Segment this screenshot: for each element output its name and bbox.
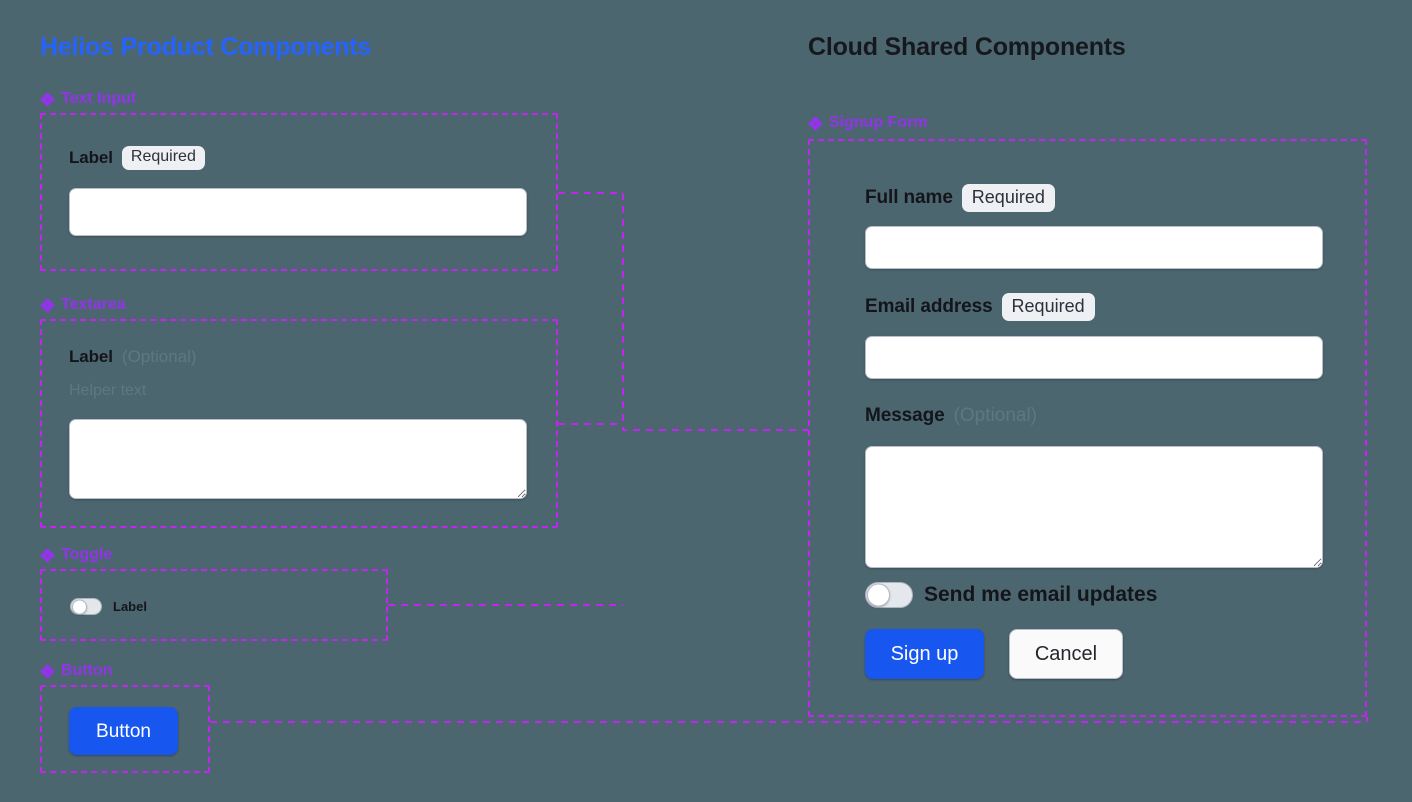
fullname-input[interactable] bbox=[865, 226, 1323, 269]
component-box-signup-form: Full name Required Email address Require… bbox=[808, 139, 1367, 717]
textarea-label-row: Label (Optional) bbox=[69, 347, 197, 367]
component-box-button: Button bbox=[40, 685, 210, 773]
email-updates-toggle[interactable] bbox=[865, 582, 913, 608]
email-required-badge: Required bbox=[1001, 293, 1095, 321]
textarea-field[interactable] bbox=[69, 419, 527, 499]
section-label-button: Button bbox=[40, 662, 113, 680]
fullname-label-row: Full name Required bbox=[865, 184, 1055, 212]
textarea-optional-tag: (Optional) bbox=[121, 347, 197, 366]
email-input[interactable] bbox=[865, 336, 1323, 379]
toggle-row[interactable]: Label bbox=[70, 598, 147, 615]
message-textarea[interactable] bbox=[865, 446, 1323, 568]
component-box-toggle: Label bbox=[40, 569, 388, 641]
textarea-helper-text: Helper text bbox=[69, 382, 147, 399]
components-diamond-icon bbox=[40, 91, 55, 107]
component-box-text-input: Label Required bbox=[40, 113, 558, 271]
section-label-text: Text Input bbox=[61, 90, 137, 107]
message-label: Message bbox=[865, 405, 945, 426]
components-diamond-icon bbox=[40, 297, 55, 313]
toggle-switch[interactable] bbox=[70, 598, 102, 615]
components-diamond-icon bbox=[40, 663, 55, 679]
email-label: Email address bbox=[865, 295, 993, 317]
message-optional-tag: (Optional) bbox=[953, 405, 1037, 426]
textarea-label: Label bbox=[69, 347, 113, 366]
toggle-knob bbox=[72, 599, 87, 614]
section-label-text: Button bbox=[61, 662, 113, 679]
component-box-textarea: Label (Optional) Helper text bbox=[40, 319, 558, 528]
connector-text-input bbox=[558, 192, 808, 431]
components-diamond-icon bbox=[808, 115, 823, 131]
toggle-knob bbox=[867, 583, 890, 607]
section-label-textarea: Textarea bbox=[40, 296, 126, 314]
right-panel-title: Cloud Shared Components bbox=[808, 33, 1126, 61]
email-updates-label: Send me email updates bbox=[924, 583, 1158, 606]
signup-button[interactable]: Sign up bbox=[865, 629, 984, 679]
email-updates-toggle-row[interactable]: Send me email updates bbox=[865, 582, 1157, 608]
section-label-text: Toggle bbox=[61, 546, 113, 563]
section-label-text: Textarea bbox=[61, 296, 126, 313]
section-label-signup-form: Signup Form bbox=[808, 114, 928, 132]
text-input-field[interactable] bbox=[69, 188, 527, 236]
section-label-text: Signup Form bbox=[829, 114, 928, 131]
message-label-row: Message (Optional) bbox=[865, 405, 1037, 427]
section-label-text-input: Text Input bbox=[40, 90, 136, 108]
email-label-row: Email address Required bbox=[865, 293, 1095, 321]
text-input-required-badge: Required bbox=[121, 146, 205, 170]
toggle-label: Label bbox=[113, 599, 147, 614]
fullname-required-badge: Required bbox=[961, 184, 1055, 212]
text-input-label: Label bbox=[69, 147, 113, 167]
components-diamond-icon bbox=[40, 547, 55, 563]
left-panel-title: Helios Product Components bbox=[40, 33, 372, 61]
text-input-label-row: Label Required bbox=[69, 146, 205, 170]
button-component[interactable]: Button bbox=[69, 707, 178, 755]
section-label-toggle: Toggle bbox=[40, 546, 112, 564]
cancel-button[interactable]: Cancel bbox=[1009, 629, 1123, 679]
fullname-label: Full name bbox=[865, 186, 953, 208]
